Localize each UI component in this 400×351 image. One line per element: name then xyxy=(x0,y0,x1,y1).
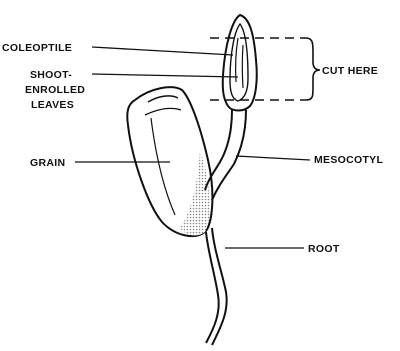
label-grain: GRAIN xyxy=(30,157,65,169)
label-root: ROOT xyxy=(308,243,340,255)
label-coleoptile: COLEOPTILE xyxy=(2,42,72,54)
shoot-leader xyxy=(92,74,238,77)
label-shoot-line1: SHOOT- xyxy=(30,69,72,81)
root xyxy=(206,228,227,345)
coleoptile-shoot xyxy=(223,15,257,111)
label-shoot-line2: ENROLLED xyxy=(25,84,85,96)
label-shoot-line3: LEAVES xyxy=(31,99,74,111)
mesocotyl-leader xyxy=(236,156,310,160)
label-mesocotyl: MESOCOTYL xyxy=(314,154,383,166)
coleoptile-leader xyxy=(92,47,233,55)
label-cut-here: CUT HERE xyxy=(322,65,378,77)
